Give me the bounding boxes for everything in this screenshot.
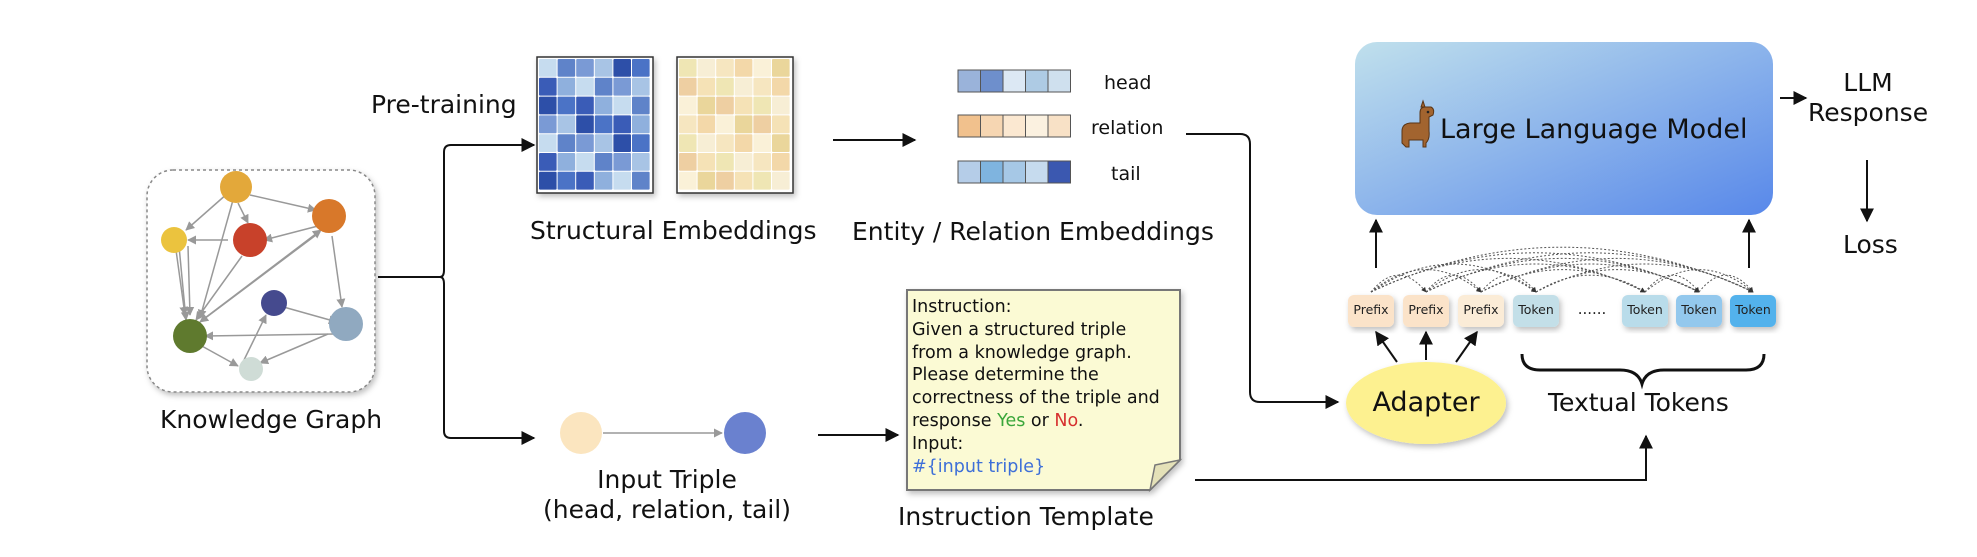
prefix-token-2 — [1403, 295, 1449, 327]
text-token-3-label: Token — [1681, 302, 1717, 317]
adapter-to-prefix-arrows — [1375, 330, 1478, 363]
input-triple-graphic — [560, 412, 766, 454]
textual-tokens-label: Textual Tokens — [1548, 388, 1729, 417]
instruction-placeholder: #{input triple} — [912, 456, 1167, 479]
text-token-1-label: Token — [1518, 302, 1554, 317]
textual-tokens-brace — [1520, 353, 1766, 390]
or-word: or — [1030, 410, 1049, 431]
relation-embedding-bar — [957, 114, 1071, 138]
knowledge-graph-panel — [146, 169, 376, 393]
loss-label: Loss — [1843, 230, 1898, 259]
token-ellipsis: ...... — [1577, 300, 1607, 318]
entity-relation-embeddings-label: Entity / Relation Embeddings — [852, 217, 1214, 246]
prefix-token-1-label: Prefix — [1353, 302, 1389, 317]
adapter-label: Adapter — [1372, 387, 1480, 418]
input-triple-title: Input Triple — [597, 465, 737, 494]
prefix-token-1 — [1348, 295, 1394, 327]
head-label: head — [1104, 72, 1152, 94]
text-token-2-label: Token — [1627, 302, 1663, 317]
template-to-tokens-arrow — [1195, 434, 1653, 481]
input-triple-placeholder: #{input triple} — [912, 456, 1046, 477]
text-token-4-label: Token — [1735, 302, 1771, 317]
input-triple-fields: (head, relation, tail) — [543, 495, 791, 524]
llm-response-line-1: LLM — [1843, 68, 1893, 97]
response-word: response — [912, 410, 992, 431]
period: . — [1077, 410, 1084, 431]
instruction-line-1: Given a structured triple — [912, 319, 1127, 340]
head-embedding-bar — [957, 69, 1071, 93]
llm-response-line-2: Response — [1808, 98, 1929, 127]
tail-label: tail — [1111, 163, 1141, 185]
instruction-line-3: Please determine the — [912, 365, 1099, 386]
llm-box — [1355, 42, 1773, 215]
relation-label: relation — [1091, 117, 1164, 139]
attention-arcs — [1370, 246, 1754, 293]
instruction-template-label: Instruction Template — [898, 502, 1154, 531]
prefix-token-3-label: Prefix — [1463, 302, 1499, 317]
relation-to-adapter-arrow — [1186, 133, 1340, 409]
tail-embedding-bar — [957, 160, 1071, 184]
llama-icon — [1401, 99, 1435, 148]
instruction-input-label: Input: — [912, 433, 964, 454]
instruction-text: Instruction: Given a structured triple f… — [912, 296, 1167, 478]
llm-label: Large Language Model — [1440, 114, 1748, 145]
kg-branch-arrows — [378, 138, 536, 445]
instruction-note — [906, 289, 1183, 493]
no-word: No — [1054, 410, 1078, 431]
llm-response-label: LLM Response — [1808, 68, 1928, 128]
instruction-line-2: from a knowledge graph. — [912, 342, 1132, 363]
yes-word: Yes — [997, 410, 1026, 431]
knowledge-graph-label: Knowledge Graph — [160, 405, 383, 434]
adapter-ellipse — [1346, 362, 1506, 444]
text-token-4 — [1730, 295, 1776, 327]
text-token-1 — [1513, 295, 1559, 327]
text-token-2 — [1622, 295, 1668, 327]
text-token-3 — [1676, 295, 1722, 327]
instruction-title: Instruction: — [912, 297, 1012, 317]
structural-embedding-matrix-blue — [536, 56, 654, 194]
pretraining-label: Pre-training — [371, 90, 517, 119]
prefix-token-2-label: Prefix — [1408, 302, 1444, 317]
instruction-line-5: response Yes or No. — [912, 410, 1167, 433]
input-triple-label: Input Triple (head, relation, tail) — [542, 465, 792, 525]
structural-embeddings-label: Structural Embeddings — [530, 216, 817, 245]
prefix-token-3 — [1458, 295, 1504, 327]
instruction-line-4: correctness of the triple and — [912, 388, 1160, 409]
structural-embedding-matrix-yellow — [676, 56, 794, 194]
